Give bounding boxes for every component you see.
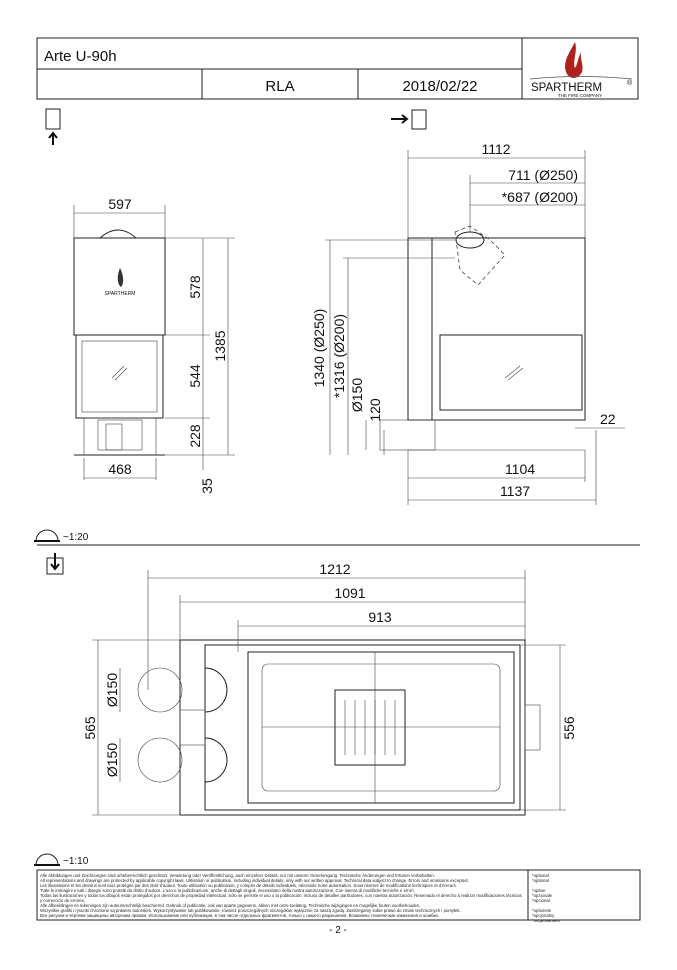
drawing-date: 2018/02/22 (402, 78, 477, 95)
scale-indicator-1: ~1:20 (34, 529, 89, 543)
disclaimer-pl: Wszystkie grafiki i rysunki chronione są… (40, 908, 461, 913)
dim-width-913: 913 (368, 609, 392, 625)
dim-depth-floor: 1137 (500, 483, 530, 499)
optional-fr: *option (532, 888, 546, 893)
dim-depth-565: 565 (82, 716, 98, 740)
dim-height-flue-250: 1340 (Ø250) (311, 309, 327, 388)
product-title: Arte U-90h (44, 48, 117, 65)
dim-depth-base: 1104 (505, 461, 535, 477)
dim-width-1212: 1212 (319, 561, 350, 577)
flame-logo-icon (565, 42, 583, 78)
dim-foot: 35 (199, 478, 215, 494)
optional-de: *optional (532, 873, 549, 878)
dim-air-height: 120 (367, 398, 383, 422)
optional-pl: *opcjonalny (532, 913, 555, 918)
dim-height-total: 1385 (212, 330, 228, 361)
optional-en: *optional (532, 878, 549, 883)
scale-label-1: ~1:20 (63, 532, 89, 543)
dim-height-glass: 544 (187, 364, 203, 388)
disclaimer-nl: Alle afbeeldingen en tekeningen zijn aut… (40, 903, 421, 908)
scale-indicator-2: ~1:10 (34, 853, 89, 867)
disclaimer-ru: Все рисунки и чертежи защищены авторским… (40, 913, 439, 918)
top-view: 1212 1091 913 565 Ø150 Ø150 556 (82, 561, 577, 816)
dim-flue-250: 711 (Ø250) (508, 167, 578, 183)
page-number: - 2 - (329, 925, 347, 936)
disclaimer-es: Todas las ilustraciones y todos los dibu… (40, 893, 522, 903)
footer-box (36, 869, 641, 921)
copyright-disclaimer: Alle Abbildungen und Zeichnungen sind ur… (40, 873, 525, 918)
fireplace-logo: SPARTHERM (105, 291, 136, 297)
author-code: RLA (265, 78, 294, 95)
dim-offset: 22 (600, 411, 616, 427)
side-view: 1112 711 (Ø250) *687 (Ø200) 1340 (Ø250) … (311, 141, 625, 505)
dim-flue-200: *687 (Ø200) (502, 189, 578, 205)
dim-air-inlet: Ø150 (349, 378, 365, 412)
top-view-icon (46, 553, 64, 575)
front-view: SPARTHERM 597 578 1385 544 228 468 35 (73, 196, 235, 494)
disclaimer-fr: Les illustrations et les dessins sont to… (40, 883, 457, 888)
brand-tagline: THE FIRE COMPANY (558, 93, 602, 98)
optional-es: *opcional (532, 898, 550, 903)
side-view-icon (391, 109, 427, 130)
dim-depth-total: 1112 (481, 141, 510, 157)
optional-nl: *optionele (532, 908, 552, 913)
dim-height-base: 228 (187, 424, 203, 448)
dim-depth-556: 556 (561, 716, 577, 740)
dim-width-1091: 1091 (334, 585, 365, 601)
optional-legend: *optional *optional *option *opzionale *… (532, 873, 632, 923)
dim-width-bottom: 468 (108, 461, 132, 477)
title-block: Arte U-90h RLA 2018/02/22 SPARTHERM ® TH… (36, 37, 639, 100)
disclaimer-en: All representations and drawings are pro… (40, 878, 469, 883)
dim-air-inlet-1: Ø150 (104, 673, 120, 707)
dim-height-upper: 578 (187, 275, 203, 299)
registered-mark: ® (627, 79, 633, 87)
dim-width-top: 597 (108, 196, 132, 212)
optional-ru: *опционально (532, 918, 560, 923)
brand-logo: SPARTHERM (531, 82, 602, 94)
disclaimer-it: Tutte le immagini e tutti i disegni sono… (40, 888, 415, 893)
front-view-icon (45, 108, 61, 145)
optional-it: *opzionale (532, 893, 553, 898)
scale-label-2: ~1:10 (63, 856, 89, 867)
dim-air-inlet-2: Ø150 (104, 743, 120, 777)
disclaimer-de: Alle Abbildungen und Zeichnungen sind ur… (40, 873, 435, 878)
dim-height-flue-200: *1316 (Ø200) (331, 314, 347, 398)
